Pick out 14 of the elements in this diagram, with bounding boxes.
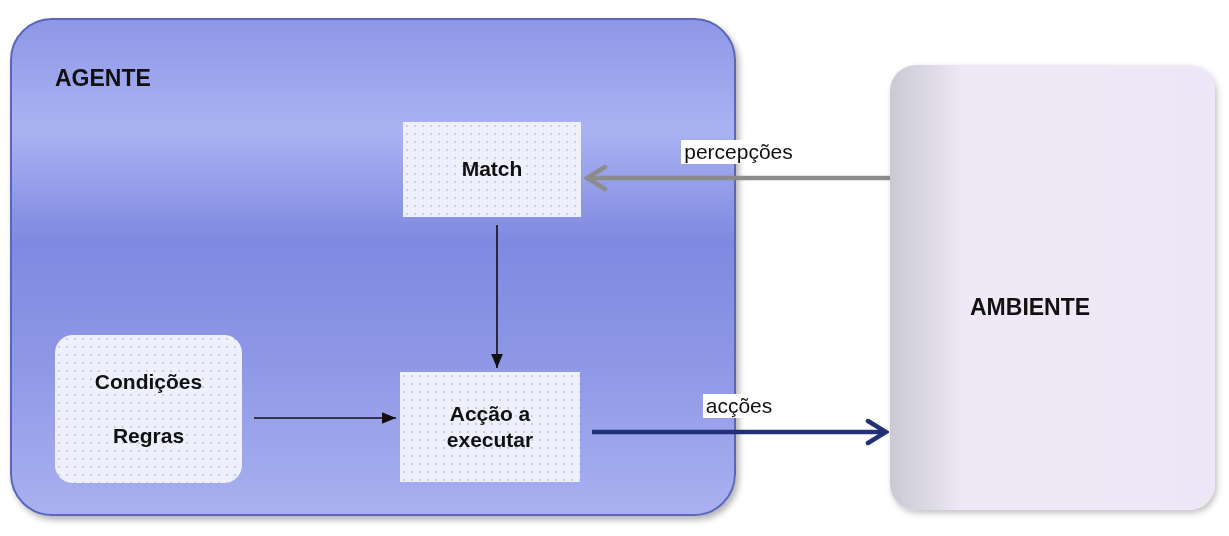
arrow xyxy=(592,418,889,446)
process-box xyxy=(403,122,581,217)
box-label: Regras xyxy=(112,423,185,449)
process-box xyxy=(55,335,242,483)
heading: AMBIENTE xyxy=(970,293,1091,322)
arrow xyxy=(253,412,397,424)
arrow xyxy=(584,164,890,192)
process-box xyxy=(400,372,580,482)
environment-block xyxy=(890,65,1215,510)
box-label: Acção a executar xyxy=(445,400,535,453)
heading: AGENTE xyxy=(55,64,151,93)
arrow xyxy=(491,224,503,369)
box-label: Condições xyxy=(94,368,203,395)
box-label: Match xyxy=(461,156,523,183)
